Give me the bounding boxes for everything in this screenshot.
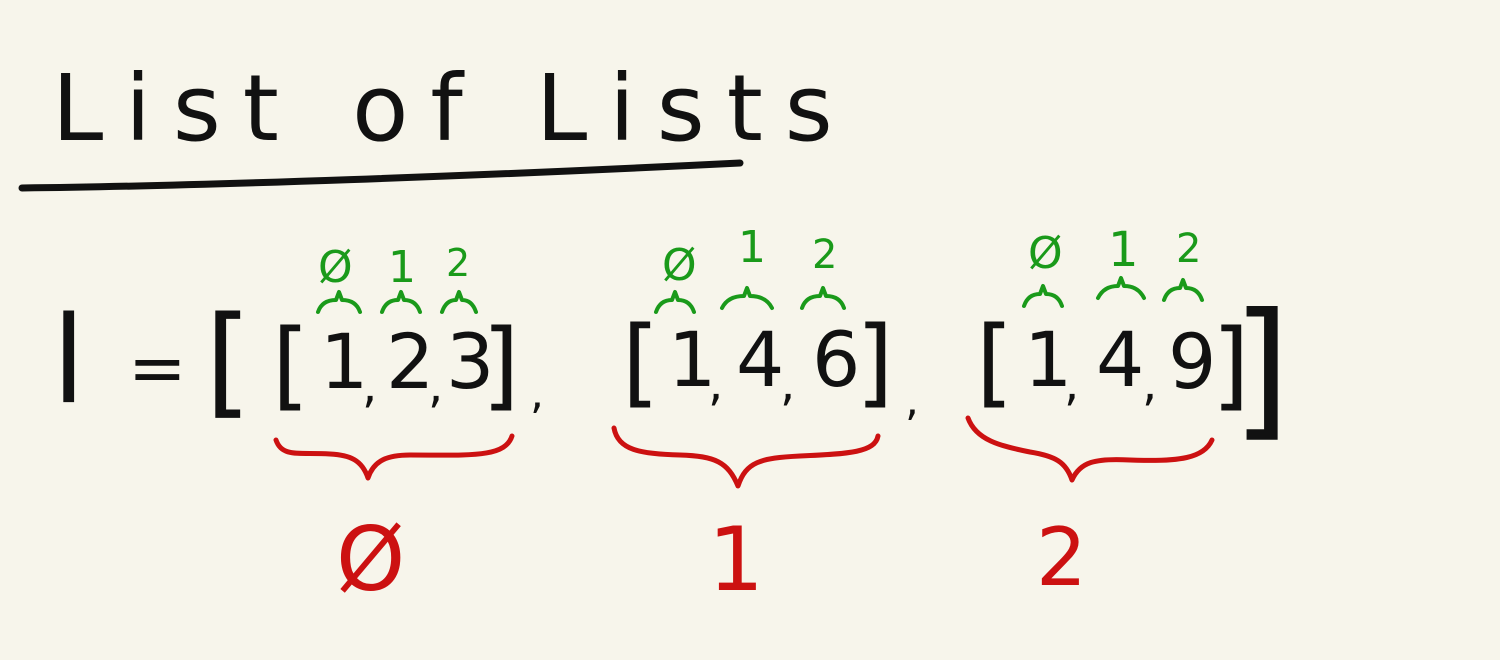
sublist-2-value-0: 1 [1024,315,1072,404]
outer-index-0: Ø [336,508,405,611]
sublist-0-close-bracket: ] [482,309,519,421]
inner-index-braces [316,276,1204,314]
sublist-1-comma-0: , [708,356,723,412]
inner-index-0-1: 1 [388,242,416,293]
outer-index-braces [273,415,1215,489]
outer-index-2: 2 [1036,511,1087,604]
outer-index-1: 1 [708,508,764,611]
sublist-2-open-bracket: [ [976,306,1013,418]
variable-name: l [52,292,85,431]
inner-index-0-0: Ø [318,242,353,293]
inner-brace-1-2 [800,286,846,310]
sublist-2-value-1: 4 [1096,315,1144,404]
outer-brace-2 [965,415,1215,483]
sublist-1-comma-1: , [780,356,795,412]
inner-index-0-2: 2 [446,241,470,285]
inner-brace-2-0 [1022,284,1064,308]
sublist-1-open-bracket: [ [622,306,659,418]
sublist-1-value-2: 6 [812,315,860,404]
outer-open-bracket: [ [205,292,252,431]
sublist-0-value-1: 2 [386,317,434,406]
inner-brace-0-0 [316,290,362,314]
inner-brace-1-1 [720,286,774,310]
sublist-0-value-2: 3 [446,317,494,406]
sublist-0-comma-0: , [362,358,377,414]
outer-brace-0 [273,433,515,481]
sublist-2-value-2: 9 [1168,317,1216,406]
sublist-1: [ 1 , 4 , 6 ] [622,306,893,418]
inner-index-2-2: 2 [1176,226,1201,272]
inner-brace-0-1 [380,290,422,314]
inner-index-1-2: 2 [812,232,837,278]
page-title: List of Lists [52,55,855,162]
sublist-1-close-bracket: ] [856,306,893,418]
inner-brace-2-2 [1162,278,1204,302]
inner-index-2-0: Ø [1028,228,1063,279]
sublist-1-value-0: 1 [668,315,716,404]
inner-brace-2-1 [1096,276,1146,300]
sublist-0-comma-1: , [428,358,443,414]
sublist-2-close-bracket: ] [1212,309,1249,421]
sublist-0: [ 1 , 2 , 3 ] [272,309,519,421]
sublist-0-open-bracket: [ [272,309,309,421]
inner-brace-1-0 [654,290,696,314]
outer-comma-0: , [530,368,544,419]
sublist-2-comma-0: , [1064,356,1079,412]
outer-brace-1 [611,425,881,489]
inner-brace-0-2 [440,290,478,314]
sublist-2-comma-1: , [1142,356,1157,412]
title-underline [18,159,744,192]
inner-index-1-0: Ø [662,240,697,291]
sublist-2: [ 1 , 4 , 9 ] [976,306,1249,421]
inner-index-labels: Ø 1 2 Ø 1 2 Ø 1 2 [318,222,1201,293]
sublist-0-value-0: 1 [320,317,368,406]
inner-index-2-1: 1 [1108,222,1139,278]
outer-index-labels: Ø 1 2 [336,508,1087,611]
inner-index-1-1: 1 [738,222,766,273]
outer-comma-1: , [905,375,919,426]
outer-close-bracket: ] [1232,282,1291,456]
equals-sign: = [128,327,187,409]
sublist-1-value-1: 4 [736,315,784,404]
